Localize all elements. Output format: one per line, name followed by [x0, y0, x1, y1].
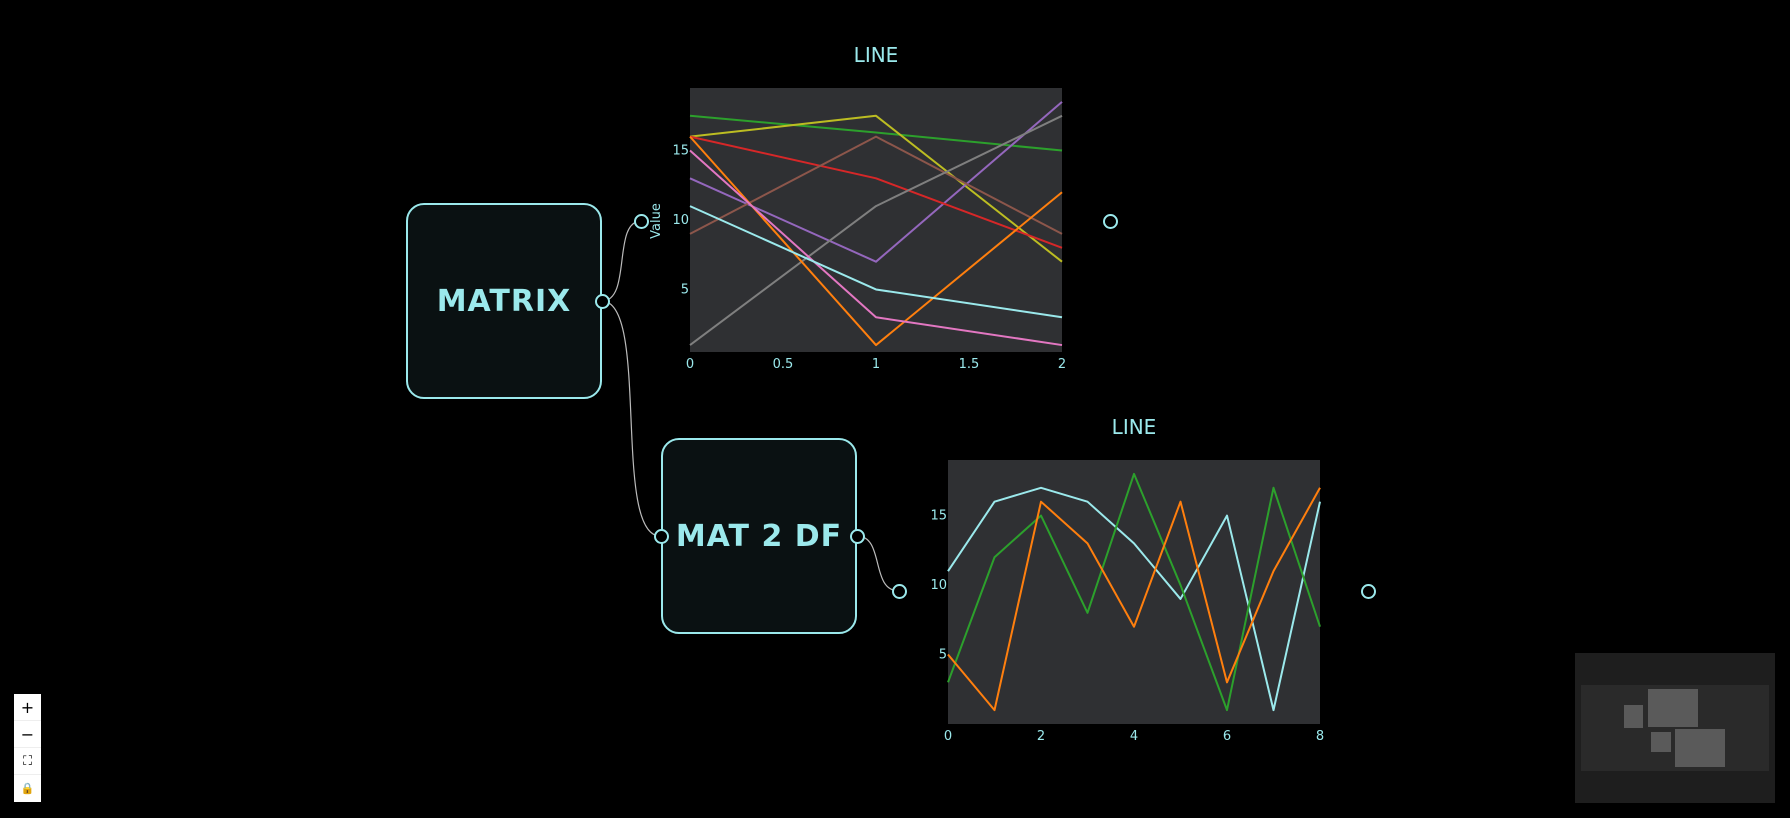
edge-matrix-mat2df: [601, 300, 661, 537]
chart-2-series-line: [947, 472, 1321, 712]
plus-icon: +: [20, 697, 35, 717]
line-chart-1: LINE Value 0 0.5 1 1.5 2 5 10 15: [649, 43, 1066, 372]
chart-1-ytick: 10: [672, 213, 689, 228]
chart-1-xtick: 1: [872, 357, 880, 372]
mat2df-node[interactable]: MAT 2 DF: [661, 438, 857, 634]
chart-1-series-line: [689, 114, 1063, 346]
chart-1-xtick: 0.5: [773, 357, 794, 372]
chart-2-ytick: 10: [930, 578, 947, 593]
mat2df-node-title: MAT 2 DF: [675, 518, 843, 554]
chart2-input-port[interactable]: [892, 584, 907, 599]
minimap-node-matrix: [1624, 705, 1643, 728]
mat2df-input-port[interactable]: [654, 529, 669, 544]
chart-1-series-line: [689, 205, 1063, 319]
edge-mat2df-chart2: [856, 535, 900, 592]
chart-2-plot-area: [948, 460, 1320, 724]
minimap[interactable]: [1575, 653, 1775, 803]
lock-button[interactable]: 🔒: [14, 775, 41, 802]
mat2df-output-port[interactable]: [850, 529, 865, 544]
chart-1-series-line: [689, 114, 1063, 152]
chart1-input-port[interactable]: [634, 214, 649, 229]
zoom-in-button[interactable]: +: [14, 694, 41, 721]
chart-1-ylabel: Value: [649, 203, 664, 239]
chart-1-plot-area: [690, 88, 1062, 352]
chart-2-xtick: 8: [1316, 729, 1324, 744]
chart-2-title: LINE: [1112, 415, 1157, 439]
chart-2-ytick: 5: [939, 648, 947, 663]
chart-1-xtick: 0: [686, 357, 694, 372]
chart-2-series-line: [947, 486, 1321, 712]
chart-2-series-line: [947, 487, 1321, 712]
chart-1-series-line: [689, 149, 1063, 347]
chart2-output-port[interactable]: [1361, 584, 1376, 599]
chart-1-xtick: 1.5: [959, 357, 980, 372]
chart-2-xtick: 2: [1037, 729, 1045, 744]
matrix-node[interactable]: MATRIX: [406, 203, 602, 399]
minimap-node-mat2df: [1651, 732, 1671, 752]
fit-view-icon: ⛶: [22, 753, 33, 769]
chart-2-xtick: 4: [1130, 729, 1138, 744]
flow-controls: + − ⛶ 🔒: [14, 694, 41, 802]
chart-1-ytick: 15: [672, 144, 689, 159]
minus-icon: −: [20, 724, 35, 744]
fit-view-button[interactable]: ⛶: [14, 748, 41, 775]
chart-1-series-line: [689, 135, 1063, 249]
chart-2-xtick: 6: [1223, 729, 1231, 744]
chart-1-title: LINE: [854, 43, 899, 67]
chart-2-xtick: 0: [944, 729, 952, 744]
minimap-node-chart2: [1675, 729, 1725, 767]
edge-matrix-chart1: [601, 220, 642, 302]
chart-1-series-line: [689, 114, 1063, 263]
lock-icon: 🔒: [20, 782, 35, 795]
matrix-output-port[interactable]: [595, 294, 610, 309]
zoom-out-button[interactable]: −: [14, 721, 41, 748]
line-chart-2: LINE 0 2 4 6 8 5 10 15: [930, 415, 1324, 744]
chart-1-series-line: [689, 135, 1063, 235]
chart-1-ytick: 5: [681, 282, 689, 297]
minimap-node-chart1: [1648, 689, 1698, 727]
chart-1-xtick: 2: [1058, 357, 1066, 372]
chart-2-ytick: 15: [930, 509, 947, 524]
chart1-output-port[interactable]: [1103, 214, 1118, 229]
matrix-node-title: MATRIX: [436, 283, 572, 319]
